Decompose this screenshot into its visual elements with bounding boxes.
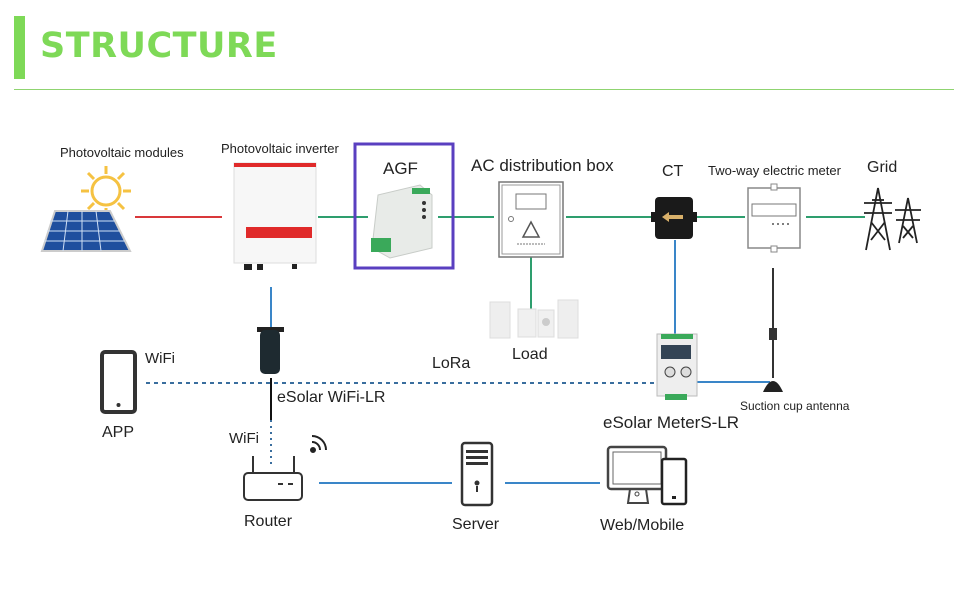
label-router: Router [244,513,293,530]
label-wifi-app: WiFi [145,350,175,367]
server-icon [460,441,494,507]
label-load: Load [512,346,548,363]
web-mobile-icon [606,445,688,506]
ac-distribution-box-icon [498,181,564,258]
label-ct: CT [662,163,684,180]
agf-device-icon [371,184,433,259]
label-esolar-meters-lr: eSolar MeterS-LR [603,413,740,432]
meters-lr-device-icon [656,333,698,400]
label-pv-inverter: Photovoltaic inverter [221,141,339,156]
sun-icon [81,166,131,216]
label-lora: LoRa [432,355,471,372]
label-ac-distribution-box: AC distribution box [471,156,614,175]
inverter-icon [233,162,317,270]
label-app: APP [102,424,135,441]
label-agf: AGF [383,159,418,178]
page-title: STRUCTURE [40,26,278,66]
grid-tower-icon [864,187,921,251]
label-pv-modules: Photovoltaic modules [60,145,184,160]
solar-panel-icon [40,210,132,252]
label-wifi-router: WiFi [229,430,259,447]
two-way-meter-icon [747,183,801,253]
title-accent-bar [14,16,25,79]
label-esolar-wifi-lr: eSolar WiFi-LR [277,389,386,406]
label-suction-cup-antenna: Suction cup antenna [740,399,850,413]
router-icon [243,456,303,501]
wifi-signal-icon [310,435,327,453]
agf-highlight-box [353,142,455,270]
label-two-way-meter: Two-way electric meter [708,163,841,178]
label-grid: Grid [867,159,898,176]
phone-app-icon [100,350,137,414]
label-web-mobile: Web/Mobile [600,517,685,534]
title-divider [14,89,954,90]
ct-clamp-icon [651,197,697,239]
load-appliances-icon [489,299,579,339]
wifi-lr-dongle-icon [257,327,284,374]
suction-cup-antenna-icon [763,268,783,392]
label-server: Server [452,516,500,533]
